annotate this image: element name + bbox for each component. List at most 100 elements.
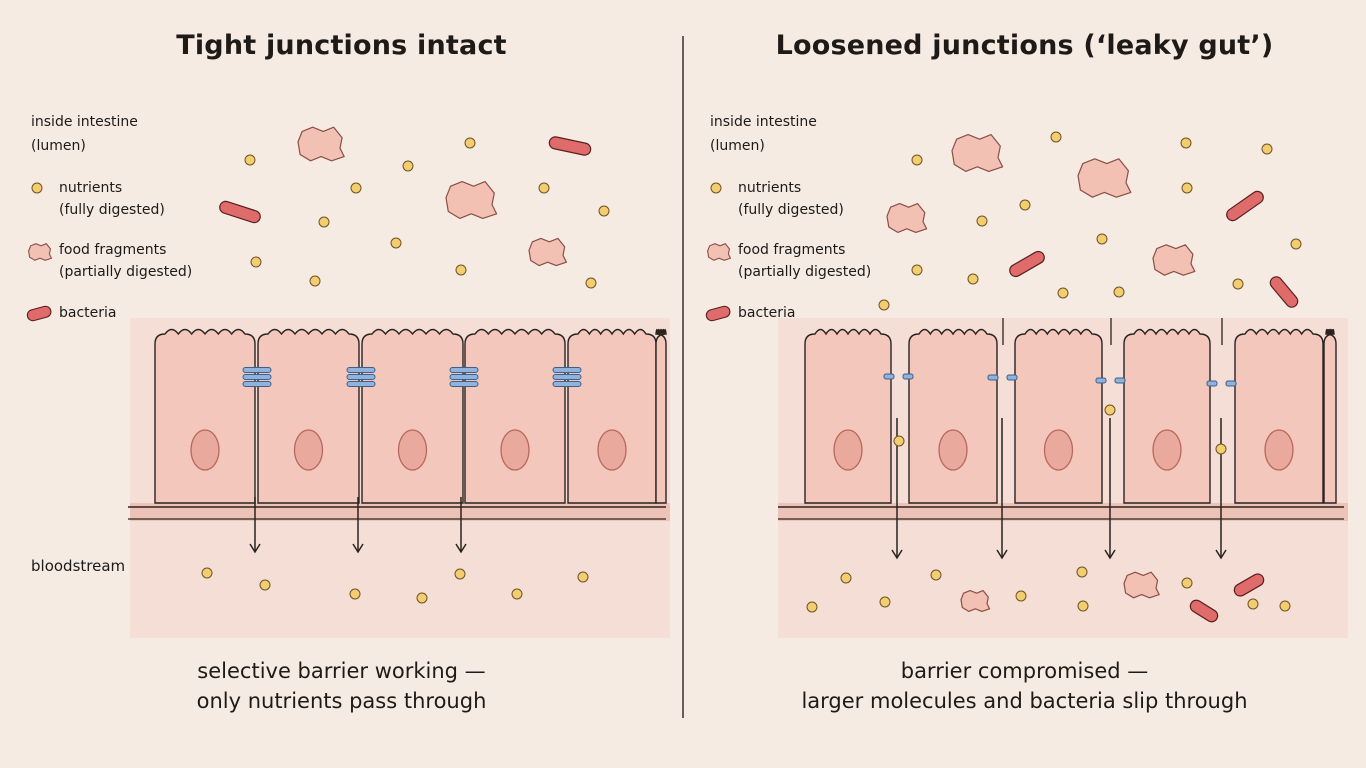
cell-nucleus	[938, 429, 968, 471]
legend-bacteria-label: bacteria	[59, 305, 117, 321]
tight-junction-strand	[346, 374, 376, 380]
leak-arrow-head	[891, 549, 903, 560]
nutrient-dot	[538, 182, 550, 194]
nutrient-dot	[911, 154, 923, 166]
legend-icons	[26, 182, 732, 322]
food-fragment	[1152, 244, 1196, 276]
nutrient-dot	[878, 299, 890, 311]
tight-junction-strand	[552, 367, 582, 373]
leak-arrow-head	[1104, 549, 1116, 560]
nutrient-dot	[1076, 566, 1088, 578]
nutrient-dot	[1096, 233, 1108, 245]
tight-junction-strand	[449, 367, 479, 373]
loose-junction-fragment	[1095, 377, 1107, 384]
left-panel-title: Tight junctions intact	[176, 30, 507, 61]
nutrient-dot	[1057, 287, 1069, 299]
bloodstream-label: bloodstream	[31, 557, 126, 575]
cell-nucleus	[1264, 429, 1294, 471]
epithelial-cell	[655, 328, 667, 504]
nutrient-dot	[967, 273, 979, 285]
right-panel-title: Loosened junctions (‘leaky gut’)	[775, 30, 1274, 61]
nutrient-dot	[1113, 286, 1125, 298]
nutrient-dot	[511, 588, 523, 600]
nutrient-dot	[1279, 600, 1291, 612]
nutrient-dot	[1180, 137, 1192, 149]
legend-food-fragment-icon	[707, 243, 732, 261]
food-fragment	[1077, 158, 1132, 198]
tight-junction-strand	[449, 374, 479, 380]
epithelial-cell	[257, 328, 360, 504]
epithelial-cell	[567, 328, 657, 504]
loose-junction-fragment	[1114, 377, 1126, 384]
bacterium	[1269, 276, 1299, 308]
nutrient-dot	[402, 160, 414, 172]
nutrient-dot	[416, 592, 428, 604]
lumen-label-line1: inside intestine	[31, 114, 138, 130]
lumen-label: inside intestine (lumen)	[31, 110, 231, 158]
tight-junction-strand	[346, 367, 376, 373]
legend-bacteria-icon	[26, 305, 52, 322]
right-caption-line1: barrier compromised —	[900, 659, 1149, 683]
cell-nucleus	[293, 429, 324, 471]
bacterium	[548, 136, 592, 156]
bacterium	[1233, 573, 1265, 597]
loose-junction-fragment	[987, 374, 999, 381]
legend-nutrients-label: nutrients	[738, 180, 802, 196]
bacterium	[1189, 599, 1219, 623]
cell-nucleus	[1043, 429, 1074, 471]
nutrient-dot	[250, 256, 262, 268]
nutrient-dot	[390, 237, 402, 249]
nutrient-dot	[1104, 404, 1116, 416]
tight-junction-strand	[242, 367, 272, 373]
legend-nutrients-label: nutrients	[59, 180, 123, 196]
legend-bacteria-icon	[705, 305, 731, 322]
left-caption: selective barrier working — only nutrien…	[0, 656, 683, 716]
lumen-label-line1: inside intestine	[710, 114, 817, 130]
nutrient-dot	[1015, 590, 1027, 602]
epithelial-cell	[1014, 328, 1103, 504]
nutrient-dot	[1290, 238, 1302, 250]
nutrient-dot	[1232, 278, 1244, 290]
legend-nutrient-icon	[31, 182, 43, 194]
particles	[201, 126, 1302, 623]
nutrient-dot	[309, 275, 321, 287]
food-fragment	[960, 590, 991, 612]
nutrient-dot	[893, 435, 905, 447]
nutrient-dot	[318, 216, 330, 228]
nutrient-dot	[911, 264, 923, 276]
epithelial-cell	[804, 328, 892, 504]
nutrient-dot	[464, 137, 476, 149]
legend-food-fragment-icon	[28, 243, 53, 261]
lumen-label: inside intestine (lumen)	[710, 110, 910, 158]
nutrient-dot	[201, 567, 213, 579]
cell-nucleus	[597, 429, 627, 471]
nutrient-dot	[840, 572, 852, 584]
nutrient-dot	[259, 579, 271, 591]
food-fragment	[1123, 571, 1160, 599]
nutrient-dot	[1247, 598, 1259, 610]
nutrient-dot	[806, 601, 818, 613]
food-fragment	[297, 126, 345, 162]
food-fragment	[886, 203, 928, 233]
nutrient-dot	[1215, 443, 1227, 455]
right-caption-line2: larger molecules and bacteria slip throu…	[801, 689, 1248, 713]
epithelial-cell	[361, 328, 464, 504]
left-epithelium	[154, 328, 667, 504]
left-caption-line1: selective barrier working —	[197, 659, 486, 683]
right-basement-band	[778, 503, 1348, 521]
cell-nucleus	[397, 429, 428, 471]
epithelial-cell	[154, 328, 256, 504]
leak-arrow-head	[996, 549, 1008, 560]
lumen-label-line2: (lumen)	[710, 138, 765, 154]
epithelial-cell	[1234, 328, 1324, 504]
loose-junction-fragment	[1225, 380, 1237, 387]
nutrient-dot	[1181, 577, 1193, 589]
nutrient-dot	[879, 596, 891, 608]
loose-junction-fragment	[1006, 374, 1018, 381]
bacterium	[1226, 190, 1264, 222]
tight-junction-strand	[449, 381, 479, 387]
tight-junction-strand	[552, 374, 582, 380]
tight-junction-strand	[242, 374, 272, 380]
